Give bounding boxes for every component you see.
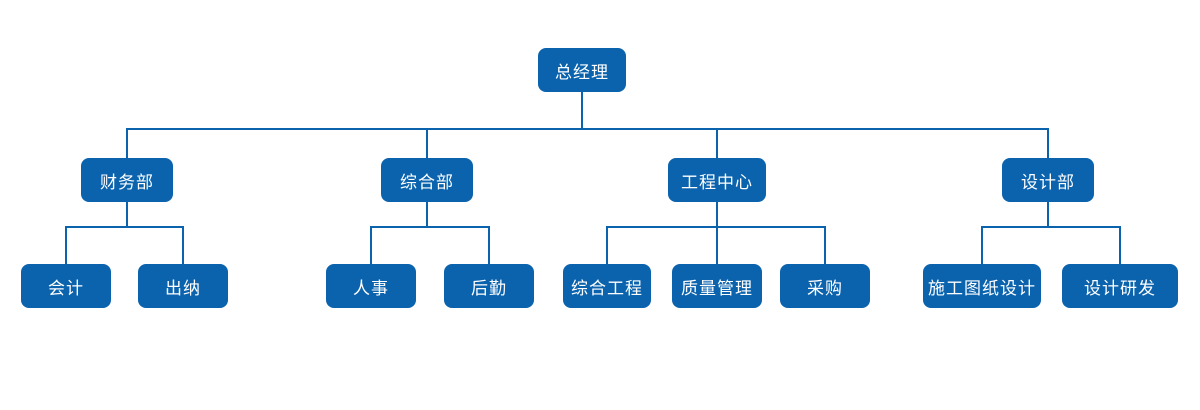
connector-finance-bus	[65, 226, 184, 228]
org-node-comprehensive-engineering: 综合工程	[563, 264, 651, 308]
connector-design-down	[1047, 200, 1049, 228]
connector-engineering-down	[716, 200, 718, 228]
org-node-engineering-center: 工程中心	[668, 158, 766, 202]
connector-stub-design	[1047, 128, 1049, 158]
connector-level2-bus	[126, 128, 1049, 130]
connector-finance-down	[126, 200, 128, 228]
org-node-construction-drawing-design: 施工图纸设计	[923, 264, 1041, 308]
org-node-design-dept: 设计部	[1002, 158, 1094, 202]
org-node-accounting: 会计	[21, 264, 111, 308]
connector-stub-general-affairs	[426, 128, 428, 158]
connector-stub-procurement	[824, 226, 826, 264]
connector-stub-finance	[126, 128, 128, 158]
connector-stub-construction-drawing	[981, 226, 983, 264]
org-node-quality-management: 质量管理	[672, 264, 762, 308]
org-node-cashier: 出纳	[138, 264, 228, 308]
org-node-general-affairs-dept: 综合部	[381, 158, 473, 202]
connector-stub-accounting	[65, 226, 67, 264]
connector-stub-logistics	[488, 226, 490, 264]
org-node-general-manager: 总经理	[538, 48, 626, 92]
connector-design-bus	[981, 226, 1121, 228]
connector-stub-hr	[370, 226, 372, 264]
org-node-design-rd: 设计研发	[1062, 264, 1178, 308]
connector-general-affairs-down	[426, 200, 428, 228]
connector-root-stub	[581, 90, 583, 130]
org-node-finance-dept: 财务部	[81, 158, 173, 202]
connector-stub-comprehensive-engineering	[606, 226, 608, 264]
connector-stub-cashier	[182, 226, 184, 264]
org-node-hr: 人事	[326, 264, 416, 308]
connector-general-affairs-bus	[370, 226, 490, 228]
connector-stub-design-rd	[1119, 226, 1121, 264]
org-node-logistics: 后勤	[444, 264, 534, 308]
connector-stub-engineering	[716, 128, 718, 158]
org-node-procurement: 采购	[780, 264, 870, 308]
connector-stub-quality-management	[716, 226, 718, 264]
